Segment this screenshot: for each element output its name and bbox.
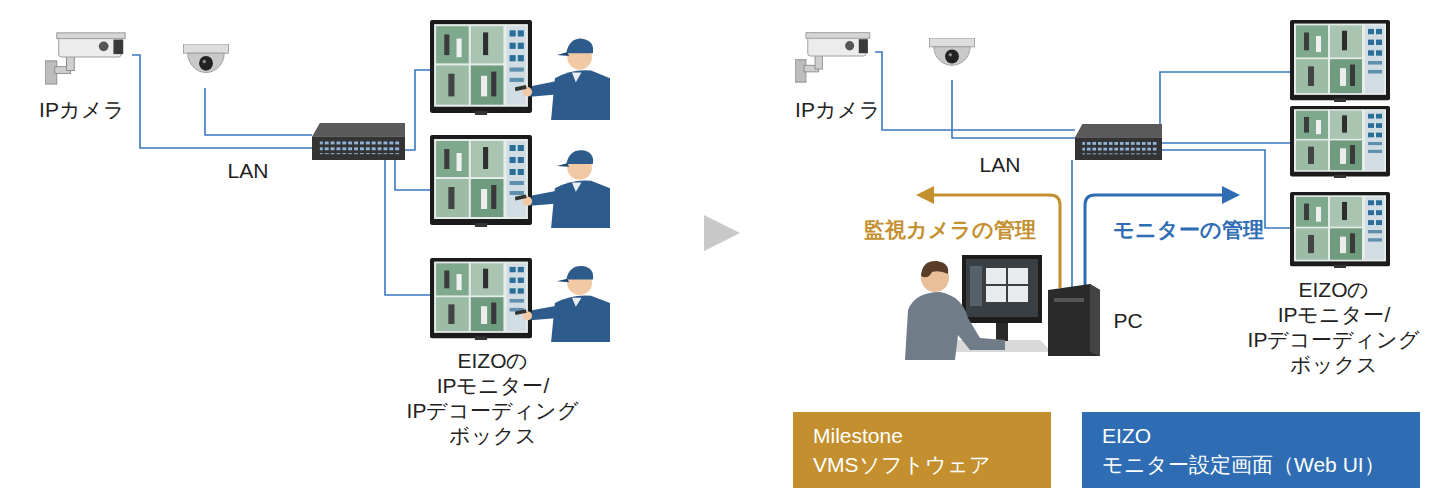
text-line: IPモニター/ bbox=[1248, 302, 1421, 327]
lan-wire bbox=[1071, 160, 1073, 288]
ip-monitor bbox=[430, 258, 532, 340]
box-label: EIZO モニター設定画面（Web UI） bbox=[1102, 421, 1385, 479]
network-switch bbox=[312, 123, 405, 160]
text-line: EIZO bbox=[1102, 421, 1385, 450]
ip-monitor bbox=[1290, 106, 1390, 178]
lan-wire bbox=[1160, 142, 1290, 144]
text-line: LAN bbox=[228, 158, 269, 183]
text-line: IPデコーディング bbox=[407, 398, 580, 423]
arrow-head bbox=[916, 186, 934, 204]
caption-label: LAN bbox=[228, 158, 269, 183]
bullet-camera bbox=[45, 33, 125, 84]
text-line: Milestone bbox=[813, 421, 991, 450]
lan-wire bbox=[132, 55, 312, 148]
caption-label: 監視カメラの管理 bbox=[864, 217, 1036, 242]
caption-label: IPカメラ bbox=[39, 97, 125, 122]
caption-label: IPカメラ bbox=[795, 97, 881, 122]
text-line: IPデコーディング bbox=[1248, 327, 1421, 352]
caption-label: PC bbox=[1113, 308, 1142, 333]
text-line: ボックス bbox=[407, 423, 580, 448]
pc-operator bbox=[905, 255, 1052, 360]
software-box: EIZO モニター設定画面（Web UI） bbox=[1082, 412, 1420, 488]
operator-figure bbox=[515, 150, 610, 228]
lan-wire bbox=[205, 88, 312, 135]
text-line: EIZOの bbox=[407, 348, 580, 373]
network-switch bbox=[1075, 124, 1162, 160]
operator-figure bbox=[515, 39, 610, 120]
ip-monitor bbox=[430, 20, 532, 115]
lan-wire bbox=[875, 52, 1075, 130]
text-line: IPカメラ bbox=[39, 97, 125, 122]
bullet-camera bbox=[795, 33, 870, 82]
text-line: 監視カメラの管理 bbox=[864, 217, 1036, 242]
text-line: IPモニター/ bbox=[407, 373, 580, 398]
text-line: IPカメラ bbox=[795, 97, 881, 122]
text-line: LAN bbox=[980, 152, 1021, 177]
box-label: Milestone VMSソフトウェア bbox=[813, 421, 991, 479]
pc-tower bbox=[1048, 284, 1100, 356]
text-line: モニターの管理 bbox=[1113, 217, 1264, 242]
dome-camera bbox=[929, 38, 974, 65]
caption-label: LAN bbox=[980, 152, 1021, 177]
ip-monitor bbox=[1290, 192, 1390, 268]
caption-label: モニターの管理 bbox=[1113, 217, 1264, 242]
transition-arrow bbox=[704, 215, 740, 251]
caption-label: EIZOの IPモニター/ IPデコーディング ボックス bbox=[407, 348, 580, 448]
arrow-head bbox=[1222, 186, 1240, 204]
lan-wire bbox=[1160, 150, 1290, 228]
caption-label: EIZOの IPモニター/ IPデコーディング ボックス bbox=[1248, 277, 1421, 377]
management-arrow bbox=[1085, 195, 1224, 288]
dome-camera bbox=[183, 44, 228, 73]
text-line: EIZOの bbox=[1248, 277, 1421, 302]
text-line: モニター設定画面（Web UI） bbox=[1102, 450, 1385, 479]
lan-wire bbox=[952, 80, 1075, 138]
lan-wire bbox=[1160, 72, 1290, 135]
box-texts: EIZO モニター設定画面（Web UI） bbox=[1102, 421, 1385, 479]
text-line: PC bbox=[1113, 308, 1142, 333]
lan-wire bbox=[403, 70, 430, 150]
lan-wire bbox=[385, 156, 430, 295]
ip-monitor bbox=[430, 135, 532, 227]
ip-monitor bbox=[1290, 20, 1390, 102]
text-line: ボックス bbox=[1248, 352, 1421, 377]
software-box: Milestone VMSソフトウェア bbox=[793, 412, 1051, 488]
operator-figure bbox=[515, 266, 610, 342]
box-texts: Milestone VMSソフトウェア bbox=[813, 421, 991, 479]
text-line: VMSソフトウェア bbox=[813, 450, 991, 479]
